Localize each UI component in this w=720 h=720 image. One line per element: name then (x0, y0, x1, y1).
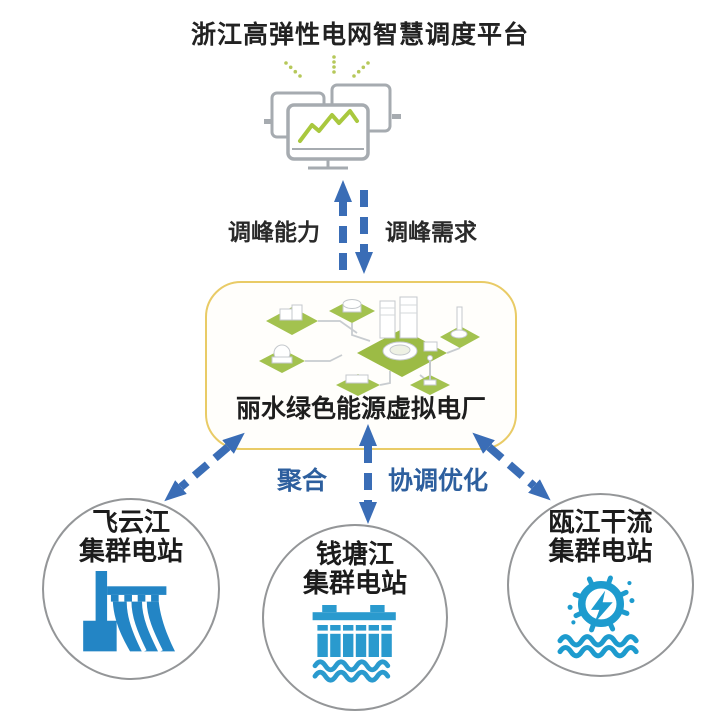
aggregate-label: 聚合 (277, 467, 328, 495)
vpp-illustration (230, 291, 485, 396)
station-name-line2: 集群电站 (548, 536, 653, 566)
splash-drops (567, 580, 634, 625)
peak-demand-label: 调峰需求 (385, 219, 477, 245)
city-buildings (271, 296, 468, 386)
monitors-line-chart-icon (264, 55, 401, 170)
lightning-bolt-icon (590, 590, 613, 624)
vpp-label: 丽水绿色能源虚拟电厂 (235, 395, 486, 423)
grid-links (305, 320, 461, 386)
station-feiyunjiang: 飞云江 集群电站 (42, 498, 220, 680)
sluice-dam-water-icon (312, 605, 396, 683)
signal-dots-icon (284, 55, 370, 78)
line-chart-glyph (298, 109, 359, 143)
station-name-line2: 集群电站 (78, 536, 183, 566)
arrow-vpp-oujiang (472, 432, 551, 501)
coordinate-optimize-label: 协调优化 (388, 467, 489, 495)
station-name-line1: 钱塘江 (315, 539, 394, 569)
dispatch-platform-node (262, 53, 402, 175)
station-name-line1: 瓯江干流 (548, 507, 653, 537)
station-oujiang: 瓯江干流 集群电站 (507, 493, 694, 677)
isometric-green-city-icon (259, 296, 480, 396)
hydropower-dam-icon (83, 571, 175, 653)
arrow-vpp-feiyunjiang (164, 432, 245, 502)
station-qiantangjiang: 钱塘江 集群电站 (262, 524, 448, 711)
diagram-title: 浙江高弹性电网智慧调度平台 (190, 21, 529, 49)
peak-capability-label: 调峰能力 (228, 219, 320, 245)
station-name-line1: 飞云江 (91, 507, 170, 537)
turbine-lightning-water-icon (557, 575, 639, 659)
station-name-line2: 集群电站 (302, 568, 407, 598)
